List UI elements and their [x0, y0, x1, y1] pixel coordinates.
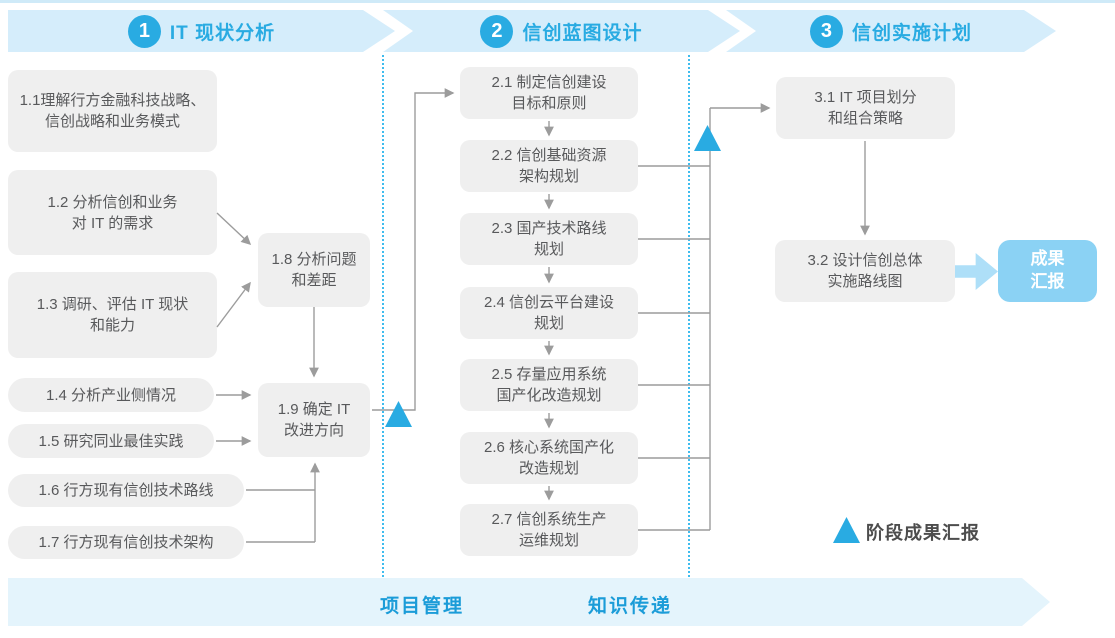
box-1-3: 1.3 调研、评估 IT 现状 和能力 — [8, 272, 217, 358]
box-2-7: 2.7 信创系统生产 运维规划 — [460, 504, 638, 556]
phase-3-number-badge: 3 — [810, 15, 843, 48]
box-2-4: 2.4 信创云平台建设 规划 — [460, 287, 638, 339]
box-1-1: 1.1理解行方金融科技战略、 信创战略和业务模式 — [8, 70, 217, 152]
report-box: 成果 汇报 — [998, 240, 1097, 302]
box-1-2: 1.2 分析信创和业务 对 IT 的需求 — [8, 170, 217, 255]
phase-2-title: 信创蓝图设计 — [522, 22, 643, 44]
box-1-9: 1.9 确定 IT 改进方向 — [258, 383, 370, 457]
decorative-top-strip — [0, 0, 1115, 3]
milestone-triangle-phase1 — [385, 401, 412, 427]
phase-2-banner: 2 信创蓝图设计 — [383, 10, 740, 52]
box-2-5: 2.5 存量应用系统 国产化改造规划 — [460, 359, 638, 411]
phase-1-banner: 1 IT 现状分析 — [8, 10, 395, 52]
box-2-6: 2.6 核心系统国产化 改造规划 — [460, 432, 638, 484]
legend-triangle-icon — [833, 517, 860, 543]
footer-knowledge-transfer: 知识传递 — [588, 596, 673, 617]
box-1-4: 1.4 分析产业侧情况 — [8, 378, 214, 412]
milestone-triangle-phase2 — [694, 125, 721, 151]
phase-3-title: 信创实施计划 — [851, 22, 972, 44]
phase-1-title: IT 现状分析 — [169, 22, 276, 44]
phase-2-number-badge: 2 — [480, 15, 513, 48]
footer-project-management: 项目管理 — [380, 596, 465, 617]
box-2-2: 2.2 信创基础资源 架构规划 — [460, 140, 638, 192]
box-3-2: 3.2 设计信创总体 实施路线图 — [775, 240, 955, 302]
box-2-1: 2.1 制定信创建设 目标和原则 — [460, 67, 638, 119]
phase-separator-2 — [688, 55, 690, 577]
box-1-8: 1.8 分析问题 和差距 — [258, 233, 370, 307]
box-1-5: 1.5 研究同业最佳实践 — [8, 424, 214, 458]
box-1-6: 1.6 行方现有信创技术路线 — [8, 474, 244, 507]
footer-bar — [8, 578, 1050, 626]
legend-label: 阶段成果汇报 — [866, 523, 980, 543]
phase-separator-1 — [382, 55, 384, 577]
report-arrow — [955, 253, 998, 290]
phase-1-number-badge: 1 — [128, 15, 161, 48]
box-1-7: 1.7 行方现有信创技术架构 — [8, 526, 244, 559]
box-2-3: 2.3 国产技术路线 规划 — [460, 213, 638, 265]
phase-3-banner: 3 信创实施计划 — [726, 10, 1056, 52]
box-3-1: 3.1 IT 项目划分 和组合策略 — [776, 77, 955, 139]
